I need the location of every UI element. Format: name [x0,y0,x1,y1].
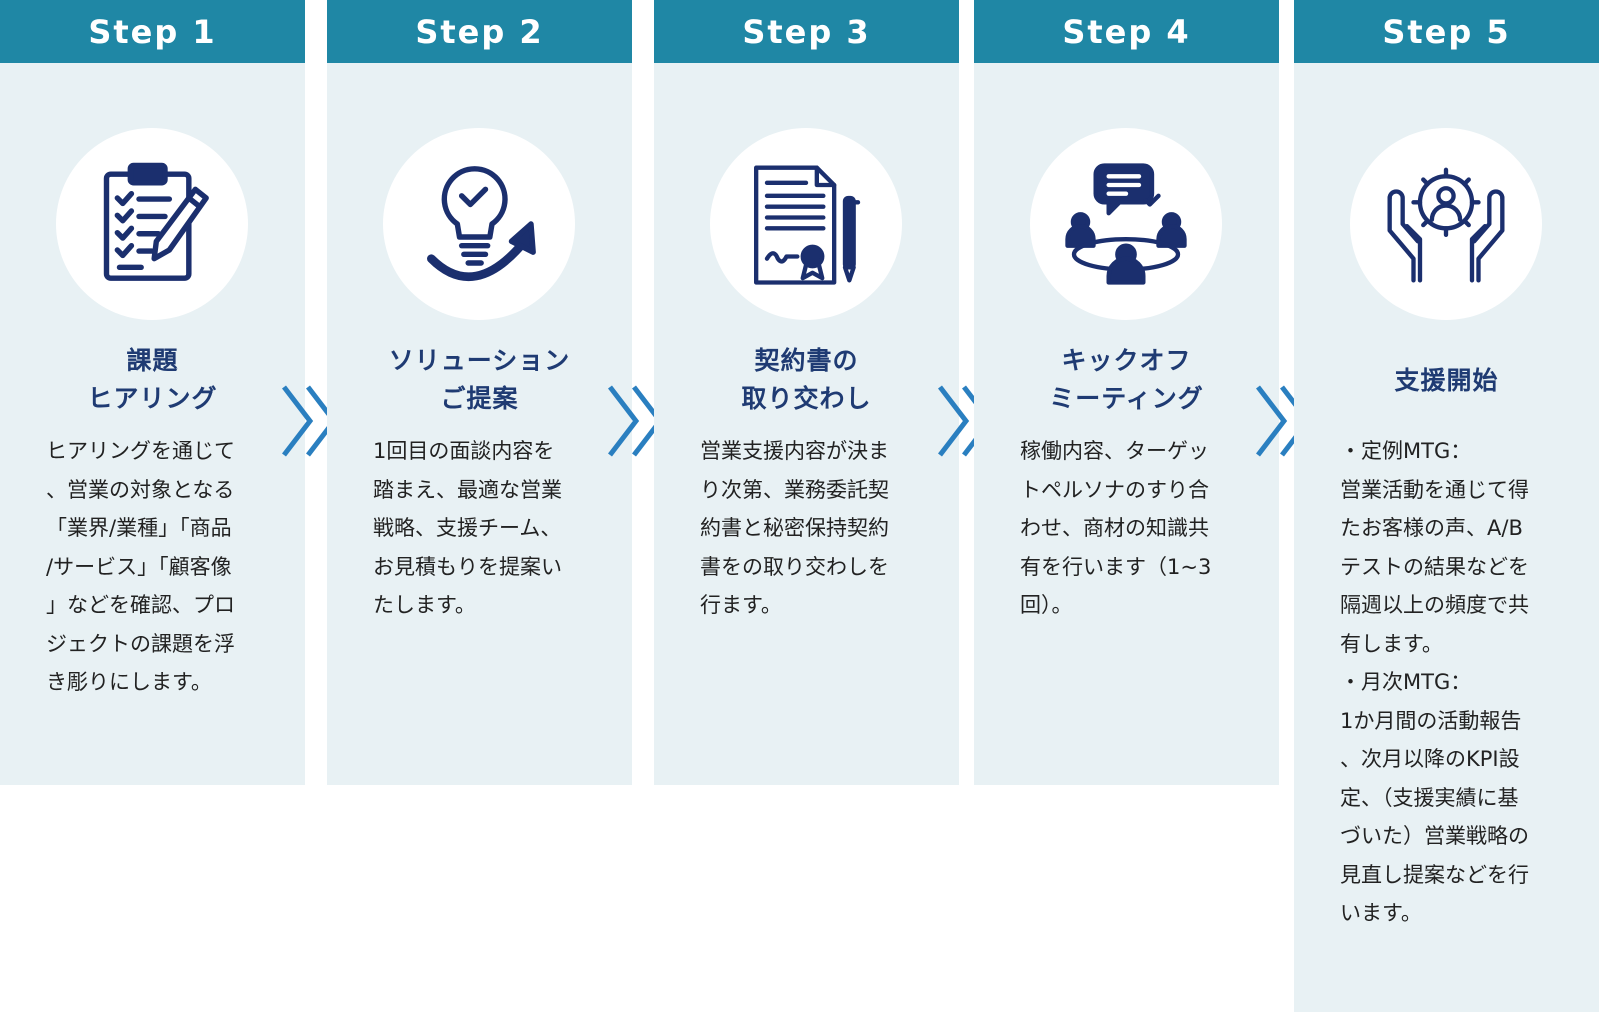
step-2-description: 1回目の面談内容を 踏まえ、最適な営業 戦略、支援チーム、 お見積もりを提案い … [373,439,562,617]
step-3-header: Step 3 [654,0,959,63]
step-3-description: 営業支援内容が決ま り次第、業務委託契 約書と秘密保持契約 書をの取り交わしを … [700,439,889,617]
contract-pen-icon [754,165,861,285]
step-2-icon-circle [383,128,575,320]
step-5-header: Step 5 [1294,0,1599,63]
meeting-table-icon [1065,163,1187,285]
step-5-column: Step 5 支援開始 ・定例MTG： 営業活動を通じて得 たお客様の声、A/B… [1294,0,1599,1012]
hands-gear-icon [1387,167,1505,283]
step-4-title: キックオフ ミーティング [1049,346,1204,413]
step-1-column: Step 1 課題 ヒアリング ヒアリングを通じて 、営業の対象となる 「業界/… [0,0,305,785]
step-4-description: 稼働内容、ターゲッ トペルソナのすり合 わせ、商材の知識共 有を行います（1~3… [1020,439,1212,617]
step-4-column: Step 4 キックオフ ミーティング 稼働内容、ターゲッ トペルソナのすり合 … [974,0,1279,785]
step-2-title: ソリューション ご提案 [388,346,571,413]
step-2-column: Step 2 ソリューション ご提案 1回目の面談内容を 踏まえ、最適な営業 戦… [327,0,632,785]
step-3-title: 契約書の 取り交わし [741,346,872,413]
step-5-description: ・定例MTG： 営業活動を通じて得 たお客様の声、A/B テストの結果などを 隔… [1340,439,1529,925]
step-5-title: 支援開始 [1394,366,1499,395]
step-1-title: 課題 ヒアリング [87,346,218,413]
step-1-description: ヒアリングを通じて 、営業の対象となる 「業界/業種」「商品 /サービス」「顧客… [46,439,235,694]
step-1-icon-circle [56,128,248,320]
step-3-icon-circle [710,128,902,320]
step-4-icon-circle [1030,128,1222,320]
step-3-column: Step 3 契約書の 取り交わし 営業支援内容が決ま り次第、業務委託契 約書… [654,0,959,785]
clipboard-checklist-icon [103,162,209,281]
step-4-header: Step 4 [974,0,1279,63]
step-1-header: Step 1 [0,0,305,63]
step-5-icon-circle [1350,128,1542,320]
step-2-header: Step 2 [327,0,632,63]
lightbulb-arrow-icon [427,166,536,282]
